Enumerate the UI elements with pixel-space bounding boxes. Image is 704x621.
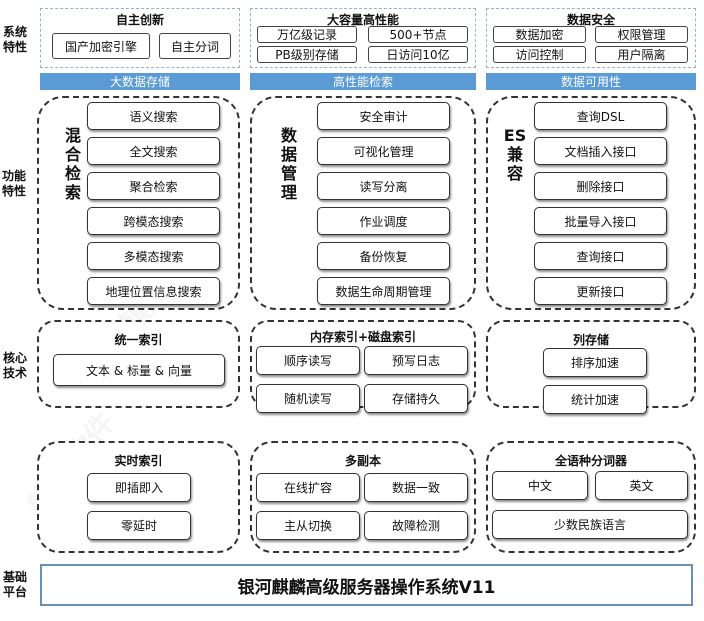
function-item: 跨模态搜索 (87, 207, 220, 235)
function-item: 安全审计 (317, 102, 450, 130)
tech-item: 英文 (595, 471, 688, 500)
function-item: 读写分离 (317, 172, 450, 200)
function-item: 数据生命周期管理 (317, 277, 450, 305)
function-item: 可视化管理 (317, 137, 450, 165)
tech-item: 存储持久 (364, 384, 468, 413)
function-item: 更新接口 (534, 277, 667, 305)
top-box-title: 自主创新 (115, 13, 164, 27)
top-box-capacity: 大容量高性能 万亿级记录 500+节点 PB级别存储 日访问10亿 (250, 8, 476, 68)
tech-item: 零延时 (87, 511, 191, 540)
function-item: 查询DSL (534, 102, 667, 130)
top-box-security: 数据安全 数据加密 权限管理 访问控制 用户隔离 (486, 8, 696, 68)
function-item: 文档插入接口 (534, 137, 667, 165)
feature-chip: 访问控制 (493, 46, 586, 63)
category-bar-availability: 数据可用性 (486, 73, 696, 90)
feature-chip: PB级别存储 (257, 46, 357, 63)
row-label-function: 功能 特性 (1, 169, 26, 198)
tech-item: 即插即入 (87, 473, 191, 502)
feature-chip: 万亿级记录 (257, 26, 357, 43)
tech-item: 中文 (492, 471, 588, 500)
feature-chip: 自主分词 (159, 33, 231, 59)
function-item: 备份恢复 (317, 242, 450, 270)
panel-title: 混 合 检 索 (64, 126, 81, 202)
feature-chip: 国产加密引擎 (52, 33, 150, 59)
top-box-title: 数据安全 (566, 13, 615, 27)
tech-item: 少数民族语言 (492, 510, 688, 539)
row-label-core: 核心 技术 (2, 351, 27, 380)
tech-item: 主从切换 (256, 511, 360, 540)
panel-title: 全语种分词器 (554, 454, 627, 468)
row-label-system: 系统 特性 (2, 25, 27, 54)
tech-item: 文本 & 标量 & 向量 (53, 354, 225, 386)
function-item: 全文搜索 (87, 137, 220, 165)
category-bar-storage: 大数据存储 (40, 73, 240, 90)
panel-multi-replica: 多副本 在线扩容 数据一致 主从切换 故障检测 (250, 441, 476, 553)
top-box-innovation: 自主创新 国产加密引擎 自主分词 (40, 8, 240, 68)
feature-chip: 用户隔离 (595, 46, 688, 63)
function-item: 删除接口 (534, 172, 667, 200)
function-item: 聚合检索 (87, 172, 220, 200)
function-item: 作业调度 (317, 207, 450, 235)
panel-memory-disk-index: 内存索引+磁盘索引 顺序读写 预写日志 随机读写 存储持久 (250, 320, 476, 413)
panel-title: 列存储 (572, 333, 609, 347)
function-item: 语义搜索 (87, 102, 220, 130)
tech-item: 统计加速 (543, 385, 647, 414)
panel-tokenizer: 全语种分词器 中文 英文 少数民族语言 (486, 441, 696, 553)
feature-chip: 数据加密 (493, 26, 586, 43)
base-platform: 银河麒麟高级服务器操作系统V11 (40, 564, 693, 606)
panel-title: ES 兼 容 (503, 126, 527, 183)
tech-item: 预写日志 (364, 346, 468, 375)
panel-title: 数 据 管 理 (280, 126, 297, 202)
tech-item: 排序加速 (543, 348, 647, 377)
feature-chip: 日访问10亿 (368, 46, 468, 63)
function-item: 查询接口 (534, 242, 667, 270)
panel-column-store: 列存储 排序加速 统计加速 (486, 320, 696, 414)
tech-item: 随机读写 (256, 384, 360, 413)
panel-title: 统一索引 (114, 333, 163, 347)
tech-item: 在线扩容 (256, 473, 360, 502)
category-bar-retrieval: 高性能检索 (250, 73, 476, 90)
panel-data-management: 数 据 管 理 安全审计 可视化管理 读写分离 作业调度 备份恢复 数据生命周期… (250, 96, 476, 310)
tech-item: 数据一致 (364, 473, 468, 502)
tech-item: 顺序读写 (256, 346, 360, 375)
function-item: 多模态搜索 (87, 242, 220, 270)
panel-title: 内存索引+磁盘索引 (309, 330, 417, 344)
function-item: 地理位置信息搜索 (87, 277, 220, 305)
tech-item: 故障检测 (364, 511, 468, 540)
panel-es-compat: ES 兼 容 查询DSL 文档插入接口 删除接口 批量导入接口 查询接口 更新接… (486, 96, 696, 310)
panel-realtime-index: 实时索引 即插即入 零延时 (37, 441, 240, 553)
function-item: 批量导入接口 (534, 207, 667, 235)
panel-title: 实时索引 (114, 454, 163, 468)
row-label-base: 基础 平台 (2, 570, 27, 599)
panel-title: 多副本 (344, 454, 381, 468)
panel-hybrid-search: 混 合 检 索 语义搜索 全文搜索 聚合检索 跨模态搜索 多模态搜索 地理位置信… (37, 96, 240, 310)
panel-unified-index: 统一索引 文本 & 标量 & 向量 (37, 320, 240, 408)
feature-chip: 权限管理 (595, 26, 688, 43)
feature-chip: 500+节点 (368, 26, 468, 43)
top-box-title: 大容量高性能 (326, 13, 399, 27)
